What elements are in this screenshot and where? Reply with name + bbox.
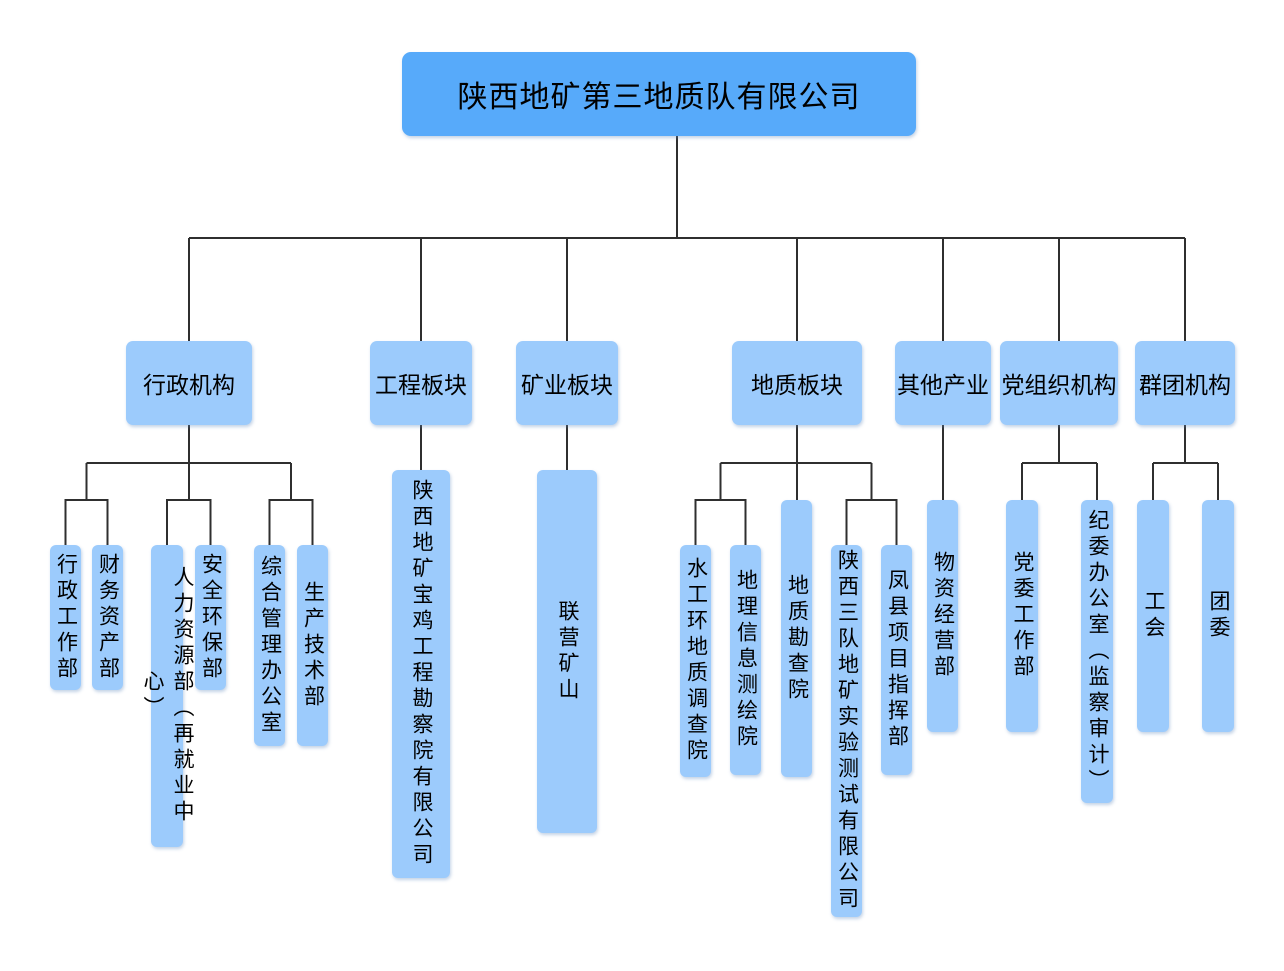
node-label: 地质勘查院 [785,573,809,704]
org-node-mass-org: 群团机构 [1135,341,1235,425]
node-label: 联营矿山 [556,599,579,704]
org-node-engineering: 工程板块 [370,341,472,425]
node-label: 水工环地质调查院 [684,557,708,765]
org-node-fengxian-project-hq: 凤县项目指挥部 [881,545,912,775]
org-node-engineering-label: 工程板块 [375,372,467,398]
node-label: 陕西地矿宝鸡工程勘察院有限公司 [410,479,433,869]
org-node-hydro-env-geo-survey-institute: 水工环地质调查院 [680,545,711,777]
node-label: 综合管理办公室 [258,554,282,737]
org-node-mass-org-label: 群团机构 [1139,372,1231,398]
node-label: 工会 [1142,590,1165,642]
node-label: 地理信息测绘院 [734,569,758,751]
org-node-other-industries-label: 其他产业 [897,372,989,398]
org-node-hr-dept: 人力资源部（再就业中心） [141,545,194,847]
org-node-finance-assets-dept: 财务资产部 [92,545,123,690]
node-label: 安全环保部 [199,552,223,683]
node-label: 团委 [1207,590,1230,642]
node-label: 财务资产部 [96,552,120,683]
org-node-root-label: 陕西地矿第三地质队有限公司 [457,81,861,114]
org-node-third-team-testing-co: 陕西三队地矿实验测试有限公司 [831,545,862,917]
org-node-admin-org: 行政机构 [126,341,252,425]
org-node-mining-label: 矿业板块 [521,372,613,398]
node-label: 行政工作部 [54,552,78,683]
org-node-geo-info-mapping-institute: 地理信息测绘院 [730,545,761,775]
org-node-admin-work-dept: 行政工作部 [50,545,81,690]
org-node-party-org: 党组织机构 [1000,341,1118,425]
org-node-youth-league: 团委 [1202,500,1234,732]
org-node-geology: 地质板块 [732,341,862,425]
org-node-root: 陕西地矿第三地质队有限公司 [402,52,916,136]
node-label: 凤县项目指挥部 [885,569,909,751]
node-label: 纪委办公室（监察审计） [1086,508,1109,795]
node-label: 生产技术部 [301,580,325,711]
org-node-production-tech-dept: 生产技术部 [297,545,328,746]
org-node-party-org-label: 党组织机构 [1001,372,1117,398]
org-node-admin-org-label: 行政机构 [143,372,235,398]
org-node-safety-env-dept: 安全环保部 [195,545,226,690]
node-label: 人力资源部（再就业中心） [141,566,194,826]
org-node-baoji-engineering-survey-co: 陕西地矿宝鸡工程勘察院有限公司 [392,470,450,878]
org-node-geology-label: 地质板块 [751,372,843,398]
node-label: 党委工作部 [1011,551,1034,681]
org-node-party-committee-work-dept: 党委工作部 [1006,500,1038,732]
org-node-labor-union: 工会 [1137,500,1169,732]
org-node-mining: 矿业板块 [516,341,618,425]
org-node-materials-operation-dept: 物资经营部 [927,500,958,732]
org-node-discipline-inspection-office: 纪委办公室（监察审计） [1081,500,1113,803]
org-node-other-industries: 其他产业 [895,341,991,425]
node-label: 物资经营部 [931,551,955,681]
org-node-geological-exploration-institute: 地质勘查院 [781,500,812,777]
org-node-joint-mines: 联营矿山 [537,470,597,833]
node-label: 陕西三队地矿实验测试有限公司 [835,549,859,913]
org-node-general-mgmt-office: 综合管理办公室 [254,545,285,746]
